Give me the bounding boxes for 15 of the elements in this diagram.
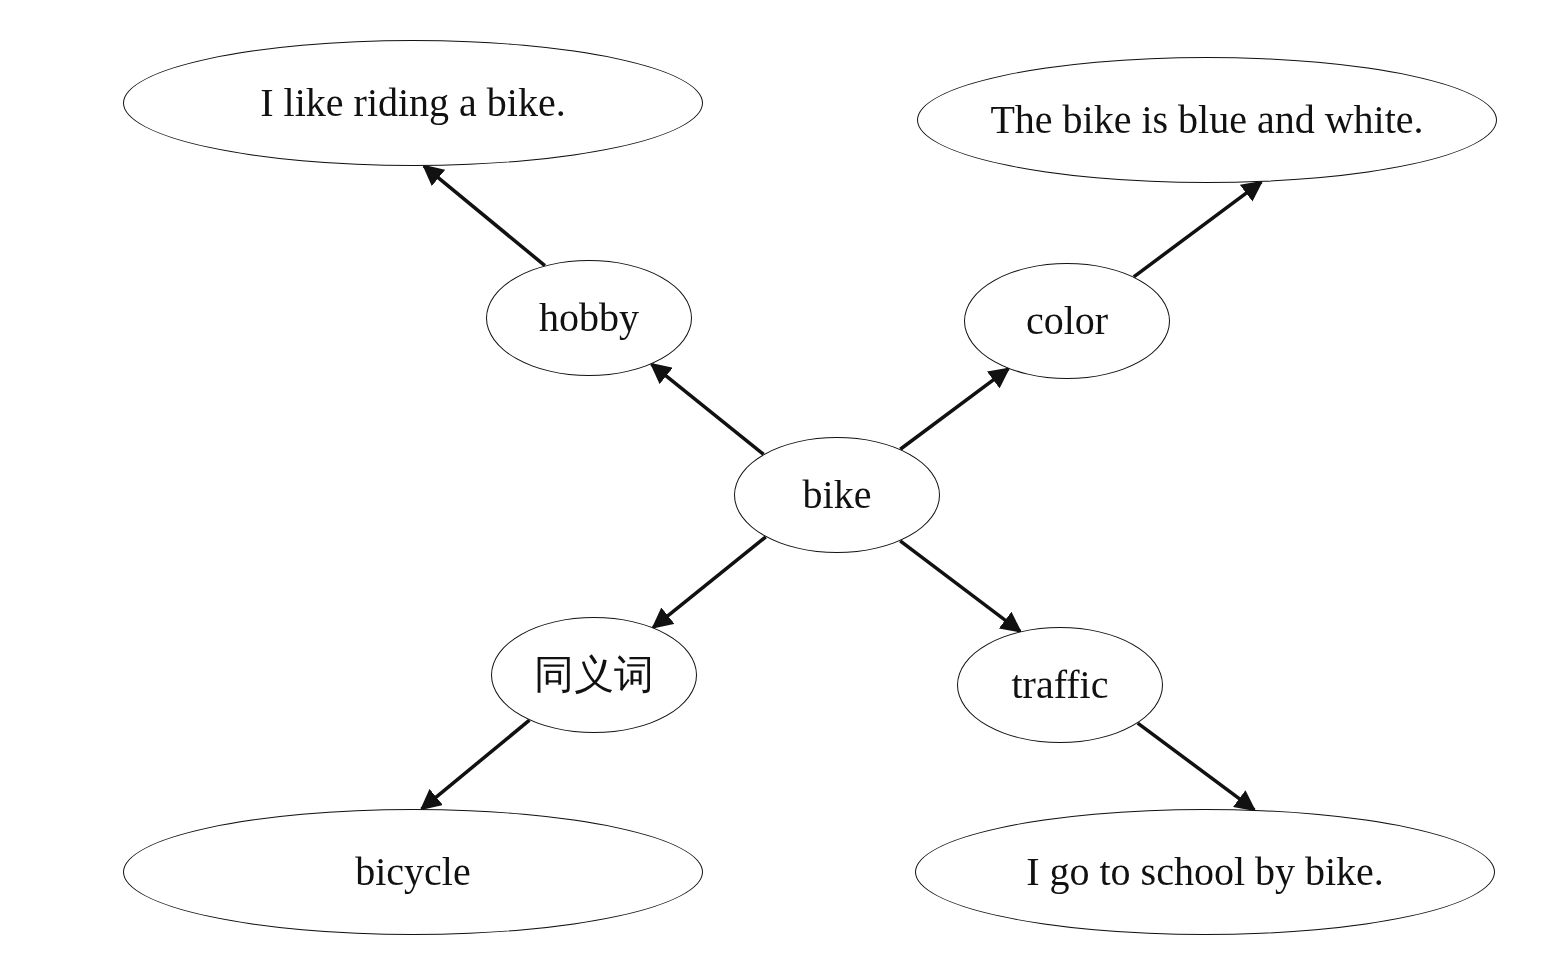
node-text: I go to school by bike. <box>1026 850 1384 894</box>
node-text: hobby <box>539 296 639 340</box>
arrow <box>420 718 531 811</box>
arrow <box>899 539 1022 633</box>
node-text: traffic <box>1011 663 1109 707</box>
node-text: I like riding a bike. <box>260 81 566 125</box>
node-text: color <box>1025 299 1109 343</box>
arrow <box>899 367 1011 451</box>
arrow <box>651 535 767 629</box>
arrow <box>422 164 546 267</box>
node-text: 同义词 <box>534 653 654 697</box>
node-text: bicycle <box>355 850 471 894</box>
arrow <box>649 362 765 456</box>
node-text: bike <box>802 473 872 517</box>
node-text: The bike is blue and white. <box>990 98 1424 142</box>
